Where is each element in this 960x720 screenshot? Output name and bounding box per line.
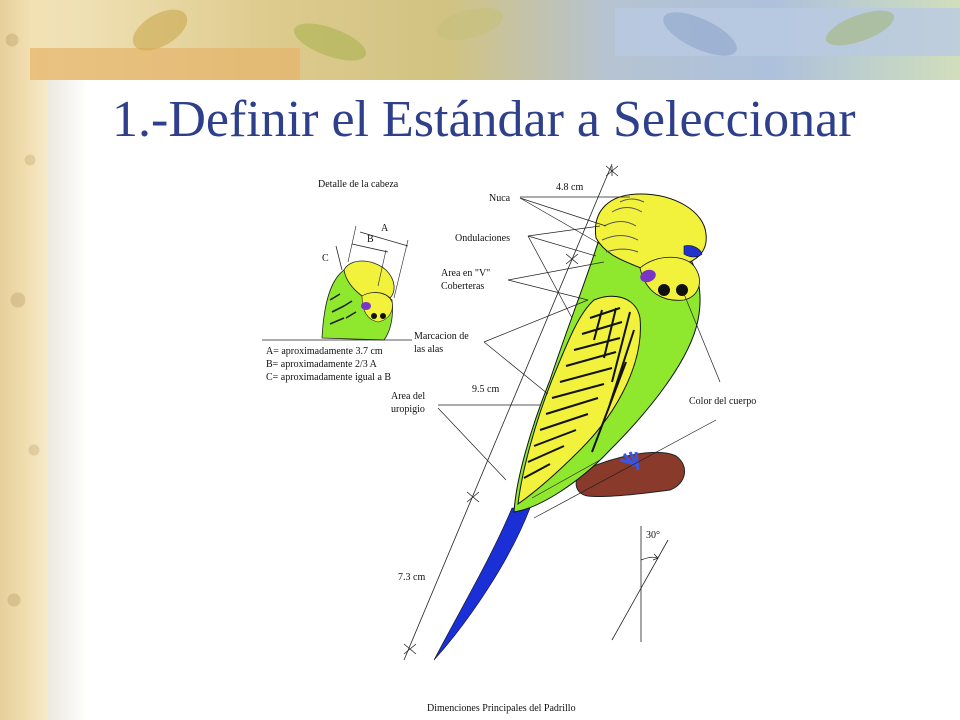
- budgie-wing-markings: [523, 307, 635, 479]
- dim-b-line: [351, 243, 389, 253]
- head-detail-markings: [329, 293, 357, 325]
- budgie: [433, 193, 707, 661]
- leader-lines: [437, 196, 721, 519]
- head-detail-throat-spot: [371, 313, 377, 319]
- budgie-feet: [619, 451, 640, 471]
- slide-title: 1.-Definir el Estándar a Seleccionar: [112, 91, 856, 148]
- budgie-cere: [683, 245, 703, 258]
- border-shadow: [48, 0, 88, 720]
- alas-label: las alas: [414, 344, 443, 355]
- color-cuerpo-label: Color del cuerpo: [689, 396, 756, 407]
- dim-ext-line: [393, 239, 409, 299]
- angle-indicator: [611, 526, 669, 642]
- diagram-caption: Dimenciones Principales del Padrillo: [427, 703, 576, 714]
- budgie-throat-spot: [658, 284, 670, 296]
- head-detail-title: Detalle de la cabeza: [318, 179, 399, 190]
- dim-a-line: [359, 231, 409, 247]
- dim-c-line: [335, 245, 343, 271]
- leaf-banner: [30, 0, 960, 80]
- uropigio-label-2: uropigio: [391, 404, 425, 415]
- ondulaciones-label: Ondulaciones: [455, 233, 510, 244]
- dim-ext-line: [377, 249, 387, 287]
- budgie-cheek-patch: [640, 269, 656, 283]
- area-v-label: Area en "V": [441, 268, 490, 279]
- uropigio-label: Area del: [391, 391, 425, 402]
- measure-mid-label: 9.5 cm: [472, 384, 499, 395]
- head-detail-cheek-patch: [361, 302, 371, 310]
- measure-tail-label: 7.3 cm: [398, 572, 425, 583]
- budgie-tail: [433, 507, 531, 661]
- budgie-head-markings: [601, 198, 645, 253]
- legend-c: C= aproximadamente igual a B: [266, 372, 391, 383]
- head-detail-throat-spot: [380, 313, 386, 319]
- dim-a-label: A: [381, 223, 389, 234]
- legend-a: A= aproximadamente 3.7 cm: [266, 346, 383, 357]
- length-axis: [403, 163, 619, 661]
- legend-b: B= aproximadamente 2/3 A: [266, 359, 378, 370]
- marcacion-label: Marcacion de: [414, 331, 469, 342]
- dim-c-label: C: [322, 253, 329, 264]
- parchment-border: [0, 0, 48, 720]
- measure-top-label: 4.8 cm: [556, 182, 583, 193]
- dim-b-label: B: [367, 234, 374, 245]
- head-detail: Detalle de la cabeza A B C A= aproximada…: [262, 179, 412, 383]
- nuca-label: Nuca: [489, 193, 511, 204]
- coberteras-label: Coberteras: [441, 281, 484, 292]
- dim-ext-line: [347, 225, 357, 263]
- angle-label: 30°: [646, 530, 660, 541]
- budgie-throat-spot: [676, 284, 688, 296]
